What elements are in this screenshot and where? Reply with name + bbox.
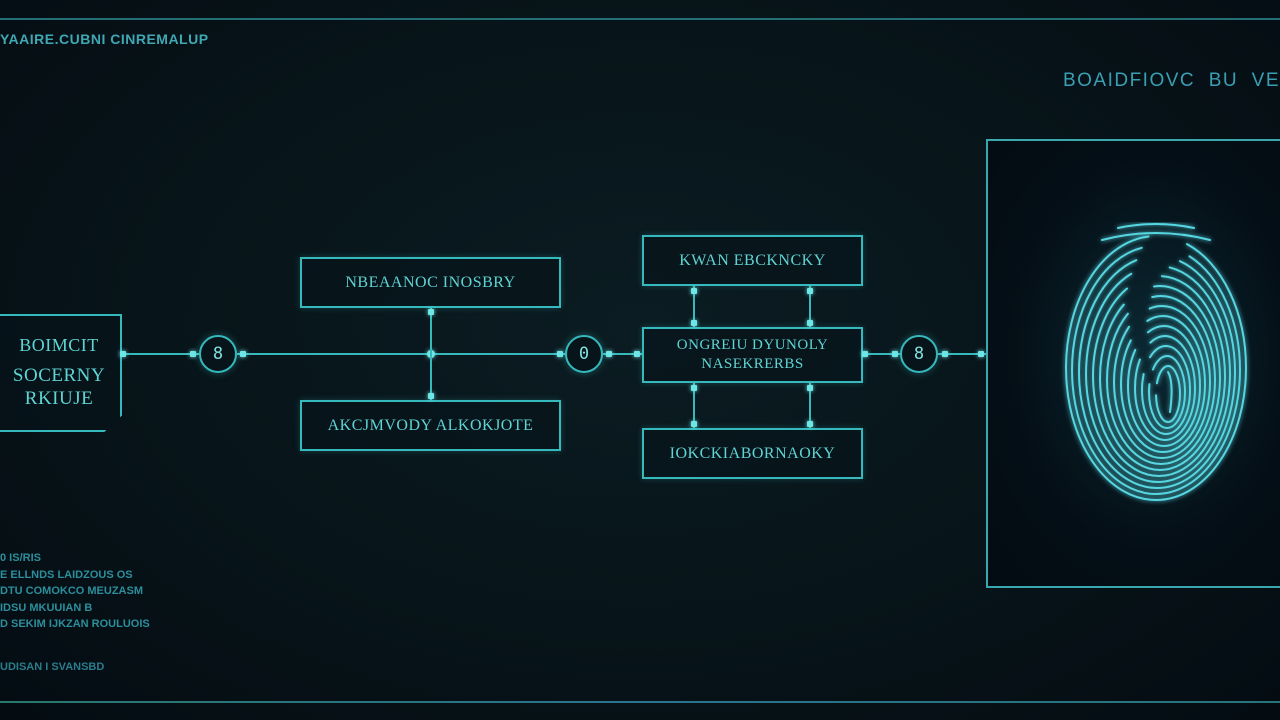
connector-dot: [691, 320, 697, 326]
branch-a-bottom-node[interactable]: AKCJMVODY ALKOKJOTE: [300, 400, 561, 451]
note-line: DTU COMOKCO MEUZASM: [0, 585, 143, 597]
connector-b-bottom-right: [809, 383, 811, 428]
connector-start-j1: [122, 353, 200, 355]
connector-dot: [428, 393, 434, 399]
note-line: IDSU MKUUIAN B: [0, 601, 93, 614]
branch-a-bottom-label: AKCJMVODY ALKOKJOTE: [327, 416, 534, 434]
note-line: E ELLNDS LAIDZOUS OS: [0, 568, 133, 581]
branch-b-top-label: KWAN EBCKNCKY: [679, 251, 826, 269]
connector-dot: [807, 320, 813, 326]
start-node[interactable]: BOIMCIT SOCERNY RKIUJE: [0, 314, 122, 432]
branch-a-top-node[interactable]: NBEAANOC INOSBRY: [300, 257, 561, 308]
header-title-left: YAAIRE.CUBNI CINREMALUP: [0, 31, 209, 47]
connector-dot: [807, 421, 813, 427]
connector-dot: [557, 351, 563, 357]
connector-dot: [691, 288, 697, 294]
connector-dot: [807, 288, 813, 294]
connector-dot: [942, 351, 948, 357]
connector-branch-a-vertical: [430, 308, 432, 400]
connector-dot: [807, 385, 813, 391]
start-node-line-2: SOCERNY: [12, 365, 106, 386]
branch-b-middle-label-1: ONGREIU DYUNOLY: [676, 336, 829, 353]
note-line: 0 IS/RIS: [0, 552, 41, 564]
bottom-divider: [0, 701, 1280, 703]
branch-b-bottom-node[interactable]: IOKCKIABORNAOKY: [642, 428, 863, 479]
junction-1-label: 8: [212, 344, 224, 364]
connector-dot: [120, 351, 126, 357]
notes-block: 0 IS/RIS E ELLNDS LAIDZOUS OS DTU COMOKC…: [0, 550, 150, 633]
connector-j3-scanner: [938, 353, 986, 355]
connector-dot: [862, 351, 868, 357]
top-divider: [0, 18, 1280, 20]
junction-node-2[interactable]: 0: [565, 335, 603, 373]
junction-node-3[interactable]: 8: [900, 335, 938, 373]
branch-a-top-label: NBEAANOC INOSBRY: [345, 273, 516, 291]
connector-j1-j2: [237, 353, 567, 355]
connector-b-top-right: [809, 286, 811, 327]
connector-j2-branch-b: [603, 353, 643, 355]
connector-dot: [428, 309, 434, 315]
connector-dot: [978, 351, 984, 357]
fingerprint-icon: [1065, 223, 1247, 501]
connector-branch-b-j3: [863, 353, 901, 355]
junction-3-label: 8: [913, 344, 925, 364]
branch-b-top-node[interactable]: KWAN EBCKNCKY: [642, 235, 863, 286]
connector-dot: [606, 351, 612, 357]
start-node-line-3: RKIUJE: [24, 387, 94, 409]
start-node-line-1: BOIMCIT: [19, 335, 99, 356]
branch-b-middle-label-2: NASEKRERBS: [701, 356, 804, 372]
connector-dot: [190, 351, 196, 357]
connector-dot: [634, 351, 640, 357]
header-title-right: BOAIDFIOVC BU VE: [1062, 70, 1280, 91]
connector-dot: [892, 351, 898, 357]
connector-dot: [691, 385, 697, 391]
footer-note: UDISAN I SVANSBD: [0, 661, 105, 673]
note-line: D SEKIM IJKZAN ROULUOIS: [0, 618, 150, 630]
connector-dot: [240, 351, 246, 357]
branch-b-bottom-label: IOKCKIABORNAOKY: [669, 444, 836, 462]
connector-dot: [691, 421, 697, 427]
fingerprint-scanner-panel[interactable]: [986, 139, 1280, 588]
branch-b-middle-node[interactable]: ONGREIU DYUNOLY NASEKRERBS: [642, 327, 863, 383]
connector-b-bottom-left: [693, 383, 695, 428]
connector-b-top-left: [693, 286, 695, 327]
junction-2-label: 0: [578, 344, 590, 364]
junction-node-1[interactable]: 8: [199, 335, 237, 373]
